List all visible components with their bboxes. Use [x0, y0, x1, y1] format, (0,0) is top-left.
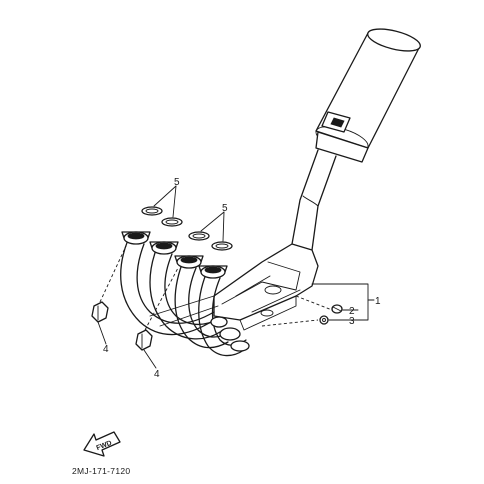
gasket-2[interactable]: [161, 217, 183, 227]
flange-3[interactable]: [174, 255, 204, 269]
collector-chamber[interactable]: [213, 243, 319, 331]
washer[interactable]: [319, 315, 329, 325]
gasket-1[interactable]: [141, 206, 163, 216]
nut-upper[interactable]: [91, 301, 109, 323]
connecting-pipe[interactable]: [291, 149, 337, 251]
figure-code: 2MJ-171-7120: [72, 466, 130, 476]
callout-4-upper: 4: [103, 344, 109, 355]
gasket-3[interactable]: [188, 231, 210, 241]
flange-2[interactable]: [149, 241, 179, 255]
nut-lower[interactable]: [135, 329, 153, 351]
flange-4[interactable]: [198, 265, 228, 279]
muffler-badge-icon: [321, 111, 351, 133]
callout-4-lower: 4: [154, 369, 160, 380]
exhaust-header-pipes[interactable]: [120, 239, 250, 357]
callout-1: 1: [375, 296, 381, 307]
fwd-arrow-icon: FWD: [83, 431, 121, 457]
callout-2: 2: [349, 306, 355, 317]
leader-lines: [97, 185, 375, 369]
bolt[interactable]: [331, 304, 343, 314]
flange-1[interactable]: [121, 231, 151, 245]
callout-5-right: 5: [222, 203, 228, 214]
callout-3: 3: [349, 316, 355, 327]
callout-5-left: 5: [174, 177, 180, 188]
muffler[interactable]: [313, 25, 422, 163]
gasket-4[interactable]: [211, 241, 233, 251]
